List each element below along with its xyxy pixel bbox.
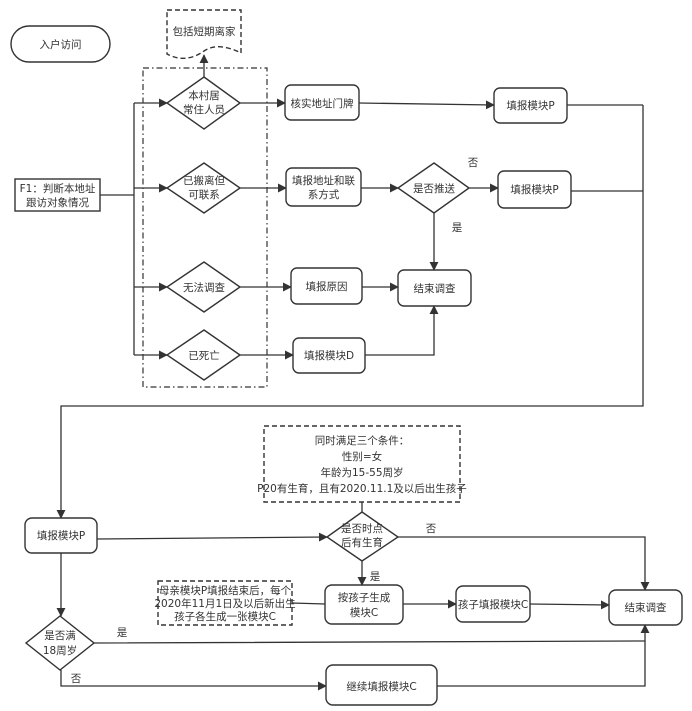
decision-unable[interactable]: 无法调查 xyxy=(165,261,242,313)
fill-p1-label: 填报模块P xyxy=(506,99,554,112)
decision-resident-line1: 本村居 xyxy=(188,89,220,102)
decision-unable-label: 无法调查 xyxy=(183,281,225,294)
note-conditions-line3: 年龄为15-55周岁 xyxy=(320,466,403,479)
edge-d-end1 xyxy=(365,305,439,356)
edge-to-p3 xyxy=(56,105,644,519)
fill-p3-label: 填报模块P xyxy=(37,529,85,542)
continue-c-box[interactable]: 继续填报模块C xyxy=(325,664,438,706)
child-fill-c-label: 孩子填报模块C xyxy=(458,598,528,611)
decision-push[interactable]: 是否推送 xyxy=(396,162,471,214)
decision-resident-line2: 常住人员 xyxy=(183,103,225,116)
verify-address-label: 核实地址门牌 xyxy=(291,97,354,110)
note-conditions[interactable]: 同时满足三个条件： 性别=女 年龄为15-55周岁 P20有生育，且有2020.… xyxy=(257,425,467,503)
start-node[interactable]: 入户访问 xyxy=(10,25,111,63)
f1-label-line1: F1：判断本地址 xyxy=(20,182,96,195)
fill-reason-label: 填报原因 xyxy=(306,280,348,293)
fill-p1-box[interactable]: 填报模块P xyxy=(493,87,568,124)
edge-birth-end2 xyxy=(398,536,650,591)
decision-push-label: 是否推送 xyxy=(413,182,455,195)
decision-birth[interactable]: 是否时点 后有生育 xyxy=(325,511,400,562)
note-conditions-line1: 同时满足三个条件： xyxy=(315,434,410,447)
edge-note-genc xyxy=(291,602,326,605)
f1-label-line2: 跟访对象情况 xyxy=(26,196,89,209)
decision-dead-label: 已死亡 xyxy=(188,349,220,362)
adult-no-label: 否 xyxy=(71,673,82,685)
adult-yes-label: 是 xyxy=(117,627,128,639)
note-conditions-line2: 性别=女 xyxy=(342,450,382,463)
decision-resident[interactable]: 本村居 常住人员 xyxy=(165,76,242,130)
edge-verify-p1 xyxy=(358,100,495,110)
fill-d-box[interactable]: 填报模块D xyxy=(292,337,366,374)
birth-no-label: 否 xyxy=(426,523,437,535)
decision-adult-line1: 是否满 xyxy=(44,630,76,642)
decision-moved[interactable]: 已搬离但 可联系 xyxy=(165,162,242,214)
note-conditions-line4: P20有生育，且有2020.11.1及以后出生孩子 xyxy=(257,482,467,495)
end1-box[interactable]: 结束调查 xyxy=(397,269,472,307)
note-short-leave[interactable]: 包括短期离家 xyxy=(166,9,242,59)
edges xyxy=(56,54,650,691)
fill-contact-line2: 系方式 xyxy=(308,188,340,201)
f1-node[interactable]: F1：判断本地址 跟访对象情况 xyxy=(14,178,101,212)
note-mother-line1: 母亲模块P填报结束后，每个 xyxy=(159,584,292,597)
edge-continue-end2 xyxy=(437,641,646,687)
decision-moved-line2: 可联系 xyxy=(188,189,220,201)
note-mother-line3: 孩子各生成一张模块C xyxy=(174,610,276,623)
birth-yes-label: 是 xyxy=(370,571,381,583)
child-fill-c-box[interactable]: 孩子填报模块C xyxy=(455,585,531,623)
fill-p2-box[interactable]: 填报模块P xyxy=(497,170,572,209)
end1-label: 结束调查 xyxy=(414,282,456,295)
decision-adult[interactable]: 是否满 18周岁 xyxy=(24,615,96,671)
verify-address-box[interactable]: 核实地址门牌 xyxy=(284,84,360,121)
fill-p3-box[interactable]: 填报模块P xyxy=(24,517,98,554)
gen-child-c-line1: 按孩子生成 xyxy=(338,591,391,604)
edge-adult-end2 xyxy=(93,624,650,644)
decision-adult-line2: 18周岁 xyxy=(43,644,77,657)
decision-birth-line2: 后有生育 xyxy=(341,536,383,549)
fill-p2-label: 填报模块P xyxy=(510,183,558,196)
note-mother-line2: 2020年11月1日及以后新出生 xyxy=(154,597,295,610)
note-mother[interactable]: 母亲模块P填报结束后，每个 2020年11月1日及以后新出生 孩子各生成一张模块… xyxy=(154,580,296,626)
category-group-frame xyxy=(142,67,268,388)
fill-reason-box[interactable]: 填报原因 xyxy=(290,267,363,305)
push-yes-label: 是 xyxy=(452,222,463,234)
edge-adult-continue xyxy=(60,670,327,691)
push-no-label: 否 xyxy=(468,157,479,169)
end2-box[interactable]: 结束调查 xyxy=(608,589,683,626)
fill-d-label: 填报模块D xyxy=(304,349,354,362)
gen-child-c-line2: 模块C xyxy=(350,607,378,619)
end2-label: 结束调查 xyxy=(625,601,667,614)
gen-child-c-box[interactable]: 按孩子生成 模块C xyxy=(324,584,404,625)
fill-contact-box[interactable]: 填报地址和联 系方式 xyxy=(285,167,362,207)
decision-dead[interactable]: 已死亡 xyxy=(165,329,242,381)
edge-childc-end2 xyxy=(529,600,610,610)
fill-contact-line1: 填报地址和联 xyxy=(292,174,355,187)
continue-c-label: 继续填报模块C xyxy=(346,680,416,693)
note-short-leave-label: 包括短期离家 xyxy=(173,25,236,38)
start-label: 入户访问 xyxy=(40,38,82,51)
decision-birth-line1: 是否时点 xyxy=(341,523,383,535)
edge-p3-birth xyxy=(96,532,328,542)
decision-moved-line1: 已搬离但 xyxy=(183,174,225,187)
